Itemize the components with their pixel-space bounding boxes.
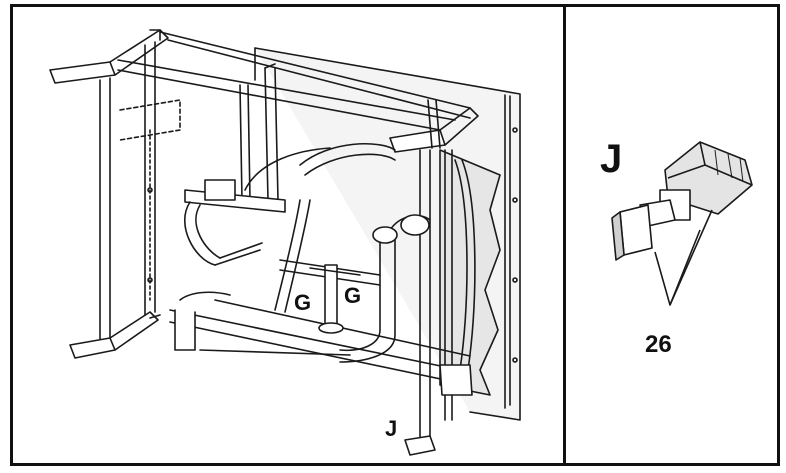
label-part-26: 26 <box>645 331 672 358</box>
label-g-left: G <box>294 290 311 315</box>
label-j-main: J <box>385 416 397 441</box>
detail-connector <box>611 141 753 306</box>
label-g-right: G <box>344 283 361 308</box>
panel-divider <box>563 4 566 466</box>
pipework <box>174 142 476 396</box>
left-legs <box>69 41 181 359</box>
valve-g <box>309 264 361 334</box>
label-j-detail: J <box>600 137 622 181</box>
right-legs <box>404 149 453 456</box>
vertical-pipes <box>239 63 441 201</box>
